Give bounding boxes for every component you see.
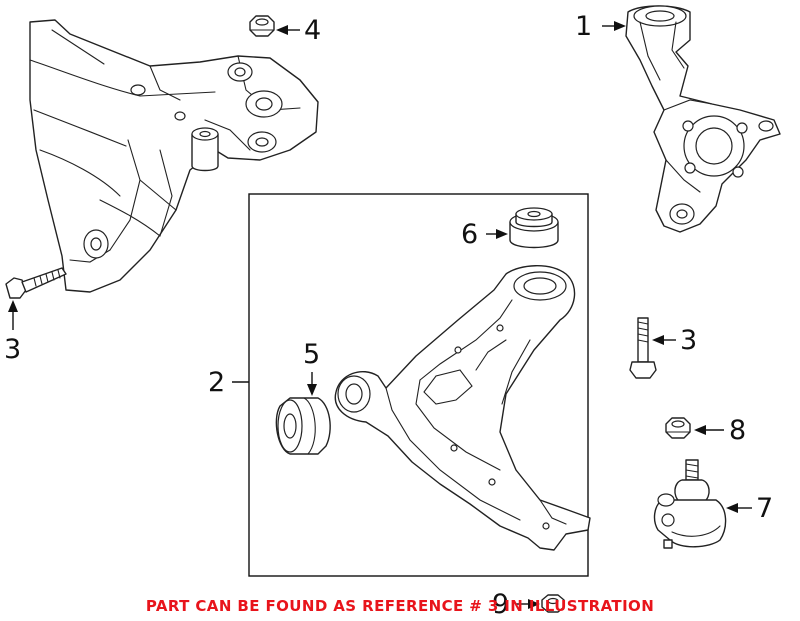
leader-5 xyxy=(307,372,317,396)
bolt-3-right xyxy=(629,317,657,379)
callout-6: 6 xyxy=(461,219,479,250)
group-frame xyxy=(248,193,589,577)
leader-7 xyxy=(726,503,752,513)
reference-note: PART CAN BE FOUND AS REFERENCE # 3 IN IL… xyxy=(145,597,655,615)
callout-9: 9 xyxy=(492,589,510,620)
callout-8: 8 xyxy=(729,415,747,446)
leader-9 xyxy=(516,599,540,609)
bushing-6 xyxy=(509,207,559,249)
callout-3-left: 3 xyxy=(4,334,22,365)
leader-3-left xyxy=(8,300,18,330)
subframe xyxy=(29,19,319,293)
callout-2: 2 xyxy=(208,367,226,398)
flange-nut-4 xyxy=(249,15,275,37)
callout-3-right: 3 xyxy=(680,325,698,356)
nut-9 xyxy=(541,594,565,613)
bolt-3-left xyxy=(5,267,67,299)
callout-1: 1 xyxy=(575,11,593,42)
steering-knuckle xyxy=(625,5,781,233)
control-arm xyxy=(334,265,591,551)
callout-5: 5 xyxy=(303,339,321,370)
leader-1 xyxy=(602,21,626,31)
flange-nut-8 xyxy=(665,417,691,439)
callout-7: 7 xyxy=(756,493,774,524)
ball-joint xyxy=(653,459,727,549)
leader-3-right xyxy=(652,335,676,345)
callout-4: 4 xyxy=(304,15,322,46)
bushing-5 xyxy=(275,397,331,455)
leader-6 xyxy=(486,229,508,239)
leader-4 xyxy=(276,25,300,35)
leader-8 xyxy=(694,425,724,435)
